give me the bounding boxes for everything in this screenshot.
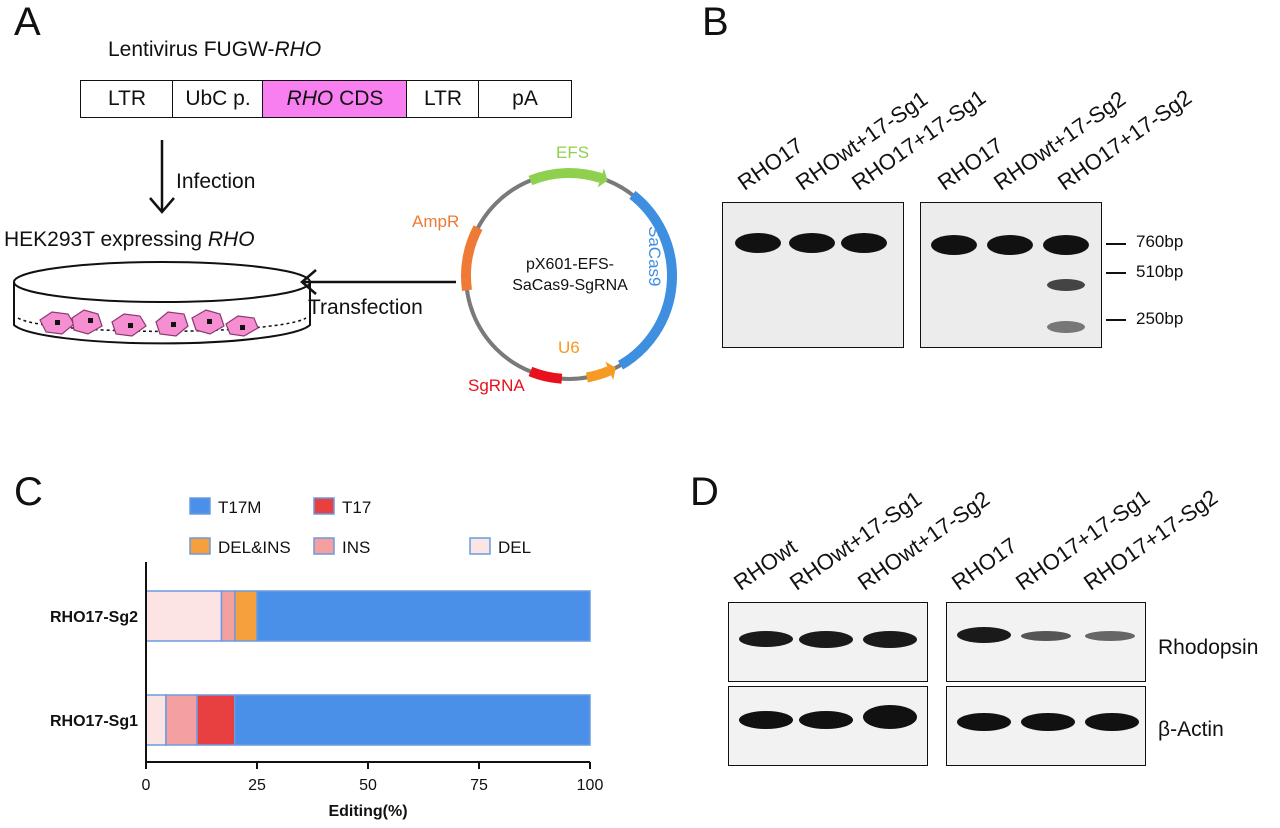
gel-band: [987, 235, 1033, 255]
legend-swatch: [189, 537, 211, 555]
plasmid-feature-sgrna: SgRNA: [468, 376, 525, 395]
legend-swatch: [189, 497, 211, 515]
bar-segment: [196, 694, 236, 746]
legend-label: DEL&INS: [218, 538, 291, 557]
blot-band: [1021, 631, 1071, 641]
marker-tick: [1106, 243, 1126, 245]
bar-segment: [165, 694, 198, 746]
bar-segment: [234, 694, 591, 746]
gel-band: [1043, 235, 1089, 255]
segment-ubc-promoter: UbC p.: [172, 80, 264, 118]
blot-band: [1085, 631, 1135, 641]
legend-swatch: [313, 537, 335, 555]
blot-band: [799, 711, 853, 729]
plasmid-name: pX601-EFS- SaCas9-SgRNA: [512, 256, 628, 294]
blot-band: [957, 713, 1011, 731]
gel-band-cleaved: [1047, 279, 1085, 291]
infection-label: Infection: [176, 170, 256, 193]
blot-row-label-rhodopsin: Rhodopsin: [1158, 636, 1259, 659]
x-tick-label: 25: [248, 777, 266, 794]
panel-b-letter: B: [702, 0, 729, 44]
blot-actin-right: [946, 686, 1146, 766]
segment-rho-cds: RHO CDS: [262, 80, 408, 118]
x-axis-label: Editing(%): [328, 803, 407, 820]
blot-band: [799, 631, 853, 648]
blot-band: [739, 631, 793, 647]
cell-line-label: HEK293T expressing RHO: [4, 228, 255, 251]
blot-row-label-actin: β-Actin: [1158, 718, 1224, 741]
blot-lane-label-4: RHO17: [947, 532, 1022, 596]
marker-tick: [1106, 319, 1126, 321]
gel-band: [789, 233, 835, 253]
panel-d-letter: D: [690, 470, 719, 514]
blot-band: [957, 627, 1011, 643]
legend-label: T17M: [218, 498, 261, 517]
blot-band: [863, 631, 917, 648]
bar-segment: [145, 590, 223, 642]
marker-tick: [1106, 272, 1126, 274]
blot-band: [1021, 713, 1075, 731]
legend-label: INS: [342, 538, 370, 557]
legend-swatch: [469, 537, 491, 555]
gel-band-cleaved: [1047, 321, 1085, 333]
blot-band: [739, 711, 793, 729]
marker-760bp: 760bp: [1136, 232, 1184, 251]
legend-label: T17: [342, 498, 371, 517]
blot-lane-label-1: RHOwt: [729, 534, 802, 596]
panel-a-graphics: [13, 140, 677, 384]
plasmid-map: [461, 168, 677, 384]
bar-segment: [145, 694, 167, 746]
x-tick-label: 0: [142, 777, 151, 794]
bar-segment: [234, 590, 258, 642]
construct-title: Lentivirus FUGW-RHO: [108, 38, 322, 61]
bar-segment: [220, 590, 236, 642]
panel-c-letter: C: [14, 470, 43, 514]
marker-250bp: 250bp: [1136, 309, 1184, 328]
infection-arrow-head: [149, 197, 175, 214]
panel-a-letter: A: [14, 0, 41, 44]
gel-band: [931, 235, 977, 255]
bar-segment: [256, 590, 591, 642]
plasmid-feature-sacas9: SaCas9: [645, 226, 664, 287]
blot-band: [1085, 713, 1139, 731]
blot-band: [863, 705, 917, 729]
transfection-arrow-head: [300, 269, 317, 295]
blot-rhodopsin-right: [946, 602, 1146, 682]
transfection-label: Transfection: [308, 296, 423, 319]
legend-swatch: [313, 497, 335, 515]
x-tick-label: 100: [577, 777, 604, 794]
gel-right: [920, 202, 1102, 348]
segment-ltr-left: LTR: [80, 80, 174, 118]
blot-actin-left: [728, 686, 928, 766]
gel-b-lane-label-1: RHO17: [733, 132, 808, 196]
gel-band: [735, 233, 781, 253]
segment-pa: pA: [478, 80, 572, 118]
category-label: RHO17-Sg2: [50, 609, 138, 626]
plasmid-feature-efs: EFS: [556, 143, 590, 162]
legend-label: DEL: [498, 538, 531, 557]
x-tick-label: 50: [359, 777, 377, 794]
plasmid-feature-ampr: AmpR: [412, 212, 460, 231]
category-label: RHO17-Sg1: [50, 713, 138, 730]
gel-band: [841, 233, 887, 253]
blot-rhodopsin-left: [728, 602, 928, 682]
segment-ltr-right: LTR: [406, 80, 480, 118]
gel-left: [722, 202, 904, 348]
marker-510bp: 510bp: [1136, 262, 1184, 281]
petri-dish: [13, 261, 311, 345]
x-tick-label: 75: [470, 777, 488, 794]
plasmid-feature-u6: U6: [558, 338, 580, 357]
